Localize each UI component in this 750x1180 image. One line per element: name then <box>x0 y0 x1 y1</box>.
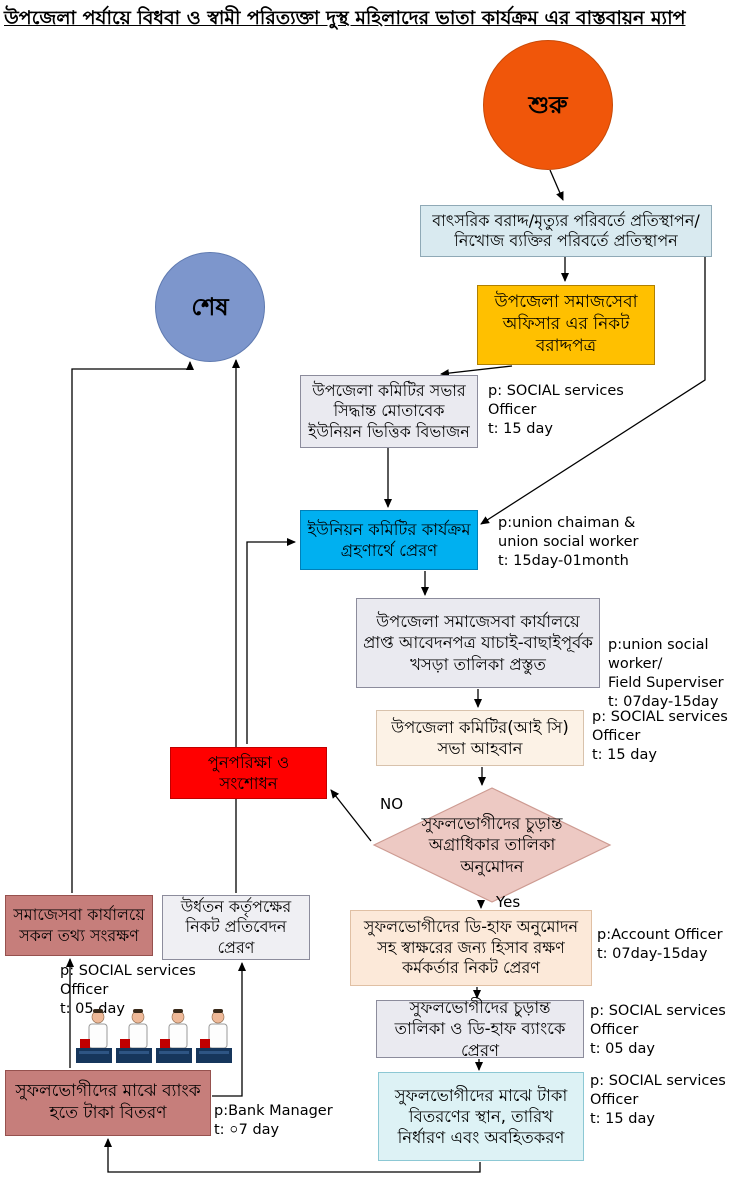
arrow-info-store-to-end <box>71 361 194 893</box>
annotation-info-store: p: SOCIAL services Officer t: 05 day <box>60 963 196 1017</box>
annotation-bank-distribution: p:Bank Manager t: ০7 day <box>214 1103 333 1138</box>
final-list-decision-diamond: সুফলভোগীদের চুড়ান্ত অগ্রাধিকার তালিকা অ… <box>421 814 563 876</box>
committee-meeting-box: উপজেলা কমিটির(আই সি) সভা আহবান <box>376 710 584 766</box>
info-store-box: সমাজেসবা কার্যালয়ে সকল তথ্য সংরক্ষণ <box>5 895 153 956</box>
reexamine-box: পুনপরিক্ষা ও সংশোধন <box>170 747 327 799</box>
annotation-draft-list: p:union social worker/ Field Superviser … <box>608 637 724 710</box>
arrow-schedule-to-bank-distribution <box>104 1138 481 1173</box>
allocation-letter-box: উপজেলা সমাজসেবা অফিসার এর নিকট বরাদ্দপত্… <box>477 285 655 365</box>
annotation-union-division: p: SOCIAL services Officer t: 15 day <box>488 383 624 437</box>
union-committee-box: ইউনিয়ন কমিটির কার্যক্রম গ্রহণার্থে প্রে… <box>300 510 478 570</box>
arrow-bank-distribution-to-report <box>212 962 246 1097</box>
annotation-committee-meeting: p: SOCIAL services Officer t: 15 day <box>592 709 728 763</box>
annotation-union-committee: p:union chaiman & union social worker t:… <box>498 515 639 569</box>
arrow-start-to-annual-allocation <box>549 169 564 201</box>
no-branch-label: NO <box>380 795 404 813</box>
people-computers-clipart <box>74 1006 238 1070</box>
annotation-bank-send: p: SOCIAL services Officer t: 05 day <box>590 1003 726 1057</box>
annual-allocation-box: বাৎসরিক বরাদ্দ/মৃত্যুর পরিবর্তে প্রতিস্থ… <box>420 205 712 257</box>
arrow-reexamine-to-union-committee <box>246 538 296 744</box>
annotation-distribution-schedule: p: SOCIAL services Officer t: 15 day <box>590 1073 726 1127</box>
decision-diamond-shape <box>372 787 612 903</box>
union-division-box: উপজেলা কমিটির সভার সিদ্ধান্ত মোতাবেক ইউন… <box>300 375 478 448</box>
bank-send-box: সুফলভোগীদের চুড়ান্ত তালিকা ও ডি-হাফ ব্য… <box>376 998 584 1060</box>
draft-list-box: উপজেলা সমাজেসবা কার্যালয়ে প্রাপ্ত আবেদন… <box>356 598 600 688</box>
arrow-letter-to-union-division <box>440 365 513 378</box>
report-send-box: উর্ধতন কর্তৃপক্ষের নিকট প্রতিবেদন প্রেরণ <box>162 895 310 960</box>
yes-branch-label: Yes <box>496 893 521 911</box>
bank-distribution-box: সুফলভোগীদের মাঝে ব্যাংক হতে টাকা বিতরণ <box>5 1070 211 1136</box>
arrow-decision-no-to-reexamine <box>330 789 372 842</box>
arrow-annual-allocation-to-union-committee <box>480 257 706 525</box>
distribution-schedule-box: সুফলভোগীদের মাঝে টাকা বিতরণের স্থান, তার… <box>378 1072 584 1161</box>
dhalf-approval-box: সুফলভোগীদের ডি-হাফ অনুমোদন সহ স্বাক্ষরের… <box>350 910 592 986</box>
end-node: শেষ <box>155 252 265 362</box>
annotation-dhalf-approval: p:Account Officer t: 07day-15day <box>597 927 723 962</box>
page-title: উপজেলা পর্যায়ে বিধবা ও স্বামী পরিত্যক্ত… <box>4 7 686 29</box>
start-node: শুরু <box>483 40 613 170</box>
